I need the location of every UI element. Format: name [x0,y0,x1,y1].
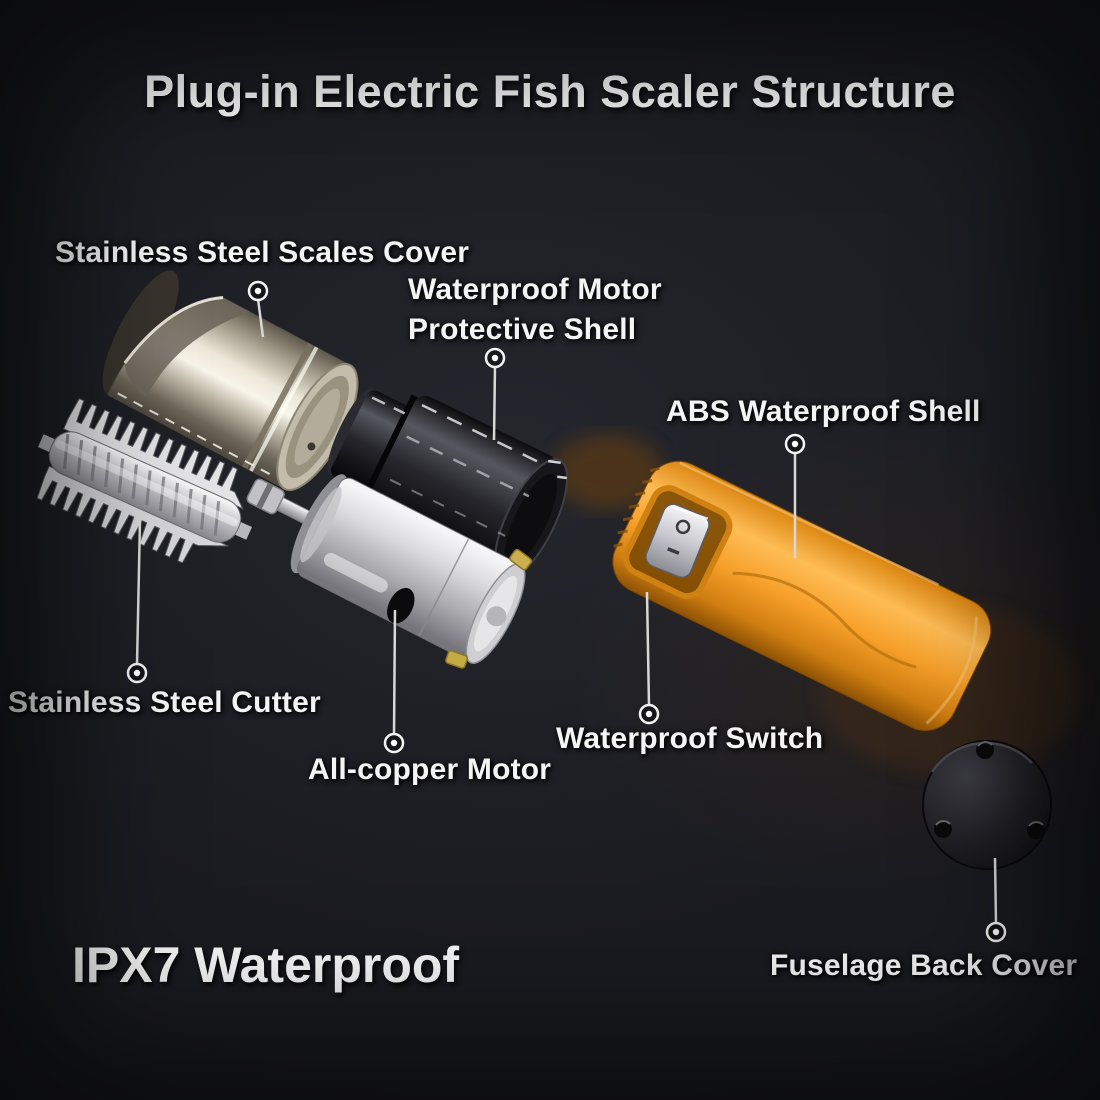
cutter-part [36,397,252,564]
label-scales-cover: Stainless Steel Scales Cover [55,236,470,269]
target-icon-cutter [126,662,148,684]
target-icon-back-cover [985,921,1007,943]
label-motor-shell-line1: Waterproof Motor [408,273,662,306]
label-motor-shell: Waterproof Motor Protective Shell [408,270,662,350]
callout-target-icons [126,280,1007,943]
target-icon-scales-cover [247,280,269,302]
waterproof-rating-text: IPX7 Waterproof [72,937,460,993]
page-title: Plug-in Electric Fish Scaler Structure [144,66,956,117]
target-icon-protective-shell [484,347,506,369]
target-icon-abs-shell [784,433,806,455]
target-icon-motor [383,732,405,754]
label-back-cover: Fuselage Back Cover [770,949,1078,982]
label-motor: All-copper Motor [308,753,552,786]
label-switch: Waterproof Switch [556,722,824,755]
switch-part [623,485,733,600]
leader-lines [135,298,998,925]
label-cutter: Stainless Steel Cutter [8,686,321,719]
motor-part [246,474,533,669]
label-motor-shell-line2: Protective Shell [408,313,637,346]
scales-cover-part [102,270,359,491]
handle-part [612,460,992,731]
back-cover-part [922,740,1052,870]
label-abs-shell: ABS Waterproof Shell [666,395,981,428]
target-icon-switch [638,703,660,725]
